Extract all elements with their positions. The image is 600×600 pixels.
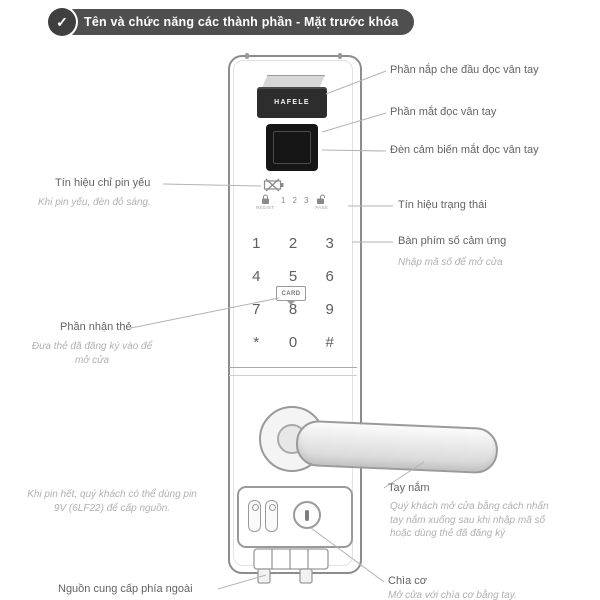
page-title: Tên và chức năng các thành phần - Mặt tr… [62,9,415,35]
keypad-key: 9 [325,301,334,318]
card-arrow-icon [287,301,295,305]
keypad-key: 4 [252,268,261,285]
status-number-3: 3 [303,196,309,205]
battery-cover [237,486,353,548]
keypad-key: 3 [325,235,334,252]
status-regist-label: REGIST [256,205,275,210]
keypad-key: 7 [252,301,261,318]
label-backup-power-note: Khi pin hết, quý khách có thể dùng pin 9… [27,489,197,514]
label-handle: Tay nắm [388,482,430,494]
status-pass-label: PASS [315,205,328,210]
screw-icon [245,53,249,59]
header: ✓ Tên và chức năng các thành phần - Mặt … [48,8,415,36]
label-low-battery: Tín hiệu chỉ pin yếu [55,177,151,189]
label-handle-sub: Quý khách mở cửa bằng cách nhấn tay nắm … [390,501,549,539]
label-low-battery-sub: Khi pin yếu, đèn đỏ sáng. [38,197,151,208]
door-handle [295,419,499,475]
keypad-key: 0 [288,334,298,351]
keypad-key: # [325,334,334,351]
battery-slot [265,500,278,532]
label-keypad-sub: Nhập mã số để mở cửa [398,257,503,268]
status-indicator-row: REGIST 1 2 3 PASS [234,194,350,218]
fingerprint-cover: HAFELE [257,87,327,118]
fingerprint-sensor [266,124,318,171]
screw-icon [338,53,342,59]
keypad-key: 6 [325,268,334,285]
label-mechanical-key: Chìa cơ [388,575,428,587]
low-battery-icon [263,178,285,197]
keypad-key: 5 [288,268,298,285]
status-number-1: 1 [281,196,286,205]
label-fingerprint-led: Đèn cảm biến mắt đọc vân tay [390,144,539,156]
keypad-key: 1 [252,235,261,252]
keypad-key: 8 [288,301,298,318]
label-card-reader-sub: Đưa thẻ đã đăng ký vào để mở cửa [31,341,153,366]
panel-divider [229,375,357,376]
brand-logo: HAFELE [274,99,310,106]
battery-slot [248,500,261,532]
label-mechanical-key-sub: Mở cửa với chìa cơ bằng tay. [388,590,517,600]
keypad-key: * [253,334,260,351]
key-cylinder [293,501,321,529]
panel-divider [229,367,357,368]
status-number-2: 2 [292,196,297,205]
card-reader-area: CARD [276,286,306,301]
label-fingerprint-cover: Phần nắp che đầu đọc vân tay [390,64,539,76]
label-fingerprint-eye: Phần mắt đọc vân tay [390,106,497,118]
lock-open-icon: PASS [315,194,328,211]
card-label: CARD [281,290,301,297]
label-card-reader: Phần nhận thẻ [60,321,132,333]
label-external-power: Nguồn cung cấp phía ngoài [58,583,193,595]
label-keypad: Bàn phím số cảm ứng [398,235,507,247]
lock-closed-icon: REGIST [256,194,274,211]
label-status-signal: Tín hiệu trạng thái [398,199,487,211]
check-icon: ✓ [48,8,76,36]
keypad-key: 2 [288,235,298,252]
